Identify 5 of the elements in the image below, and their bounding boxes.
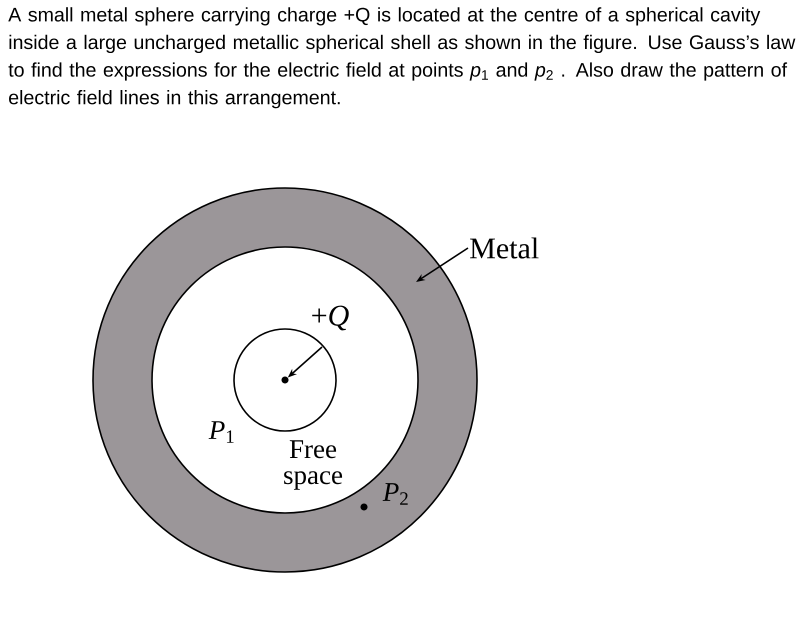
part-label: Metal: [470, 237, 539, 259]
point-label: P$_{1}$: [208, 421, 234, 443]
charge-label: +Q: [312, 306, 349, 330]
point-label: P$_{2}$: [382, 483, 408, 505]
question-text: A small metal sphere carrying charge +Q is located at the centre of a spherical cavity inside a large uncharged metallic spherical shell as shown in the figure. Use Gauss’s law to find the expressions for the electric field at points p$_{1}$ and p$_{2}$ . Also draw the pattern of electric field lines in this arrangement.: [8, 7, 796, 108]
